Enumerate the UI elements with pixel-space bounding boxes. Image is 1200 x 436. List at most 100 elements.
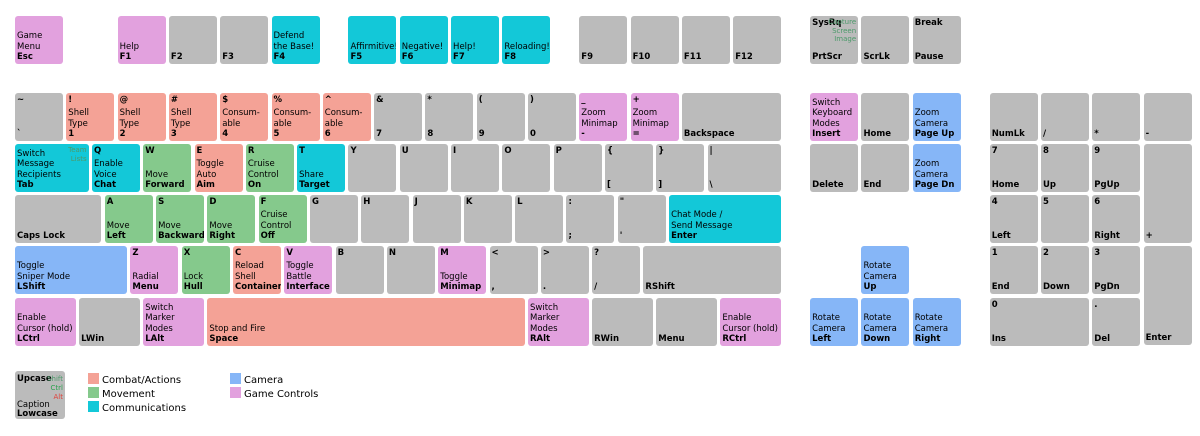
key-rctrl[interactable]: Enable Cursor (hold)RCtrl [720, 298, 782, 346]
key-f10[interactable]: F10 [630, 16, 679, 64]
key-lctrl[interactable]: Enable Cursor (hold)LCtrl [15, 298, 76, 346]
key-n[interactable]: N [386, 246, 435, 294]
key-f3[interactable]: F3 [220, 16, 269, 64]
key-y[interactable]: Y [348, 144, 397, 192]
key-minus[interactable]: _Zoom Minimap- [579, 93, 628, 141]
key-backspace[interactable]: Backspace [681, 93, 782, 141]
key-numdiv[interactable]: / [1041, 93, 1089, 141]
key-semicolon[interactable]: :; [566, 195, 615, 243]
key-home[interactable]: Home [861, 93, 910, 141]
key-f7[interactable]: Help!F7 [451, 16, 500, 64]
key-k0[interactable]: )0 [528, 93, 576, 141]
key-slash[interactable]: ?/ [592, 246, 641, 294]
key-numenter[interactable]: Enter [1143, 246, 1192, 346]
key-end[interactable]: End [861, 144, 910, 192]
key-rshift[interactable]: RShift [643, 246, 782, 294]
key-f5[interactable]: Affirmitive!F5 [348, 16, 397, 64]
key-lbracket[interactable]: {[ [604, 144, 653, 192]
key-g[interactable]: G [309, 195, 358, 243]
key-f12[interactable]: F12 [733, 16, 782, 64]
key-p[interactable]: P [553, 144, 602, 192]
key-equals[interactable]: +Zoom Minimap= [630, 93, 679, 141]
key-f9[interactable]: F9 [579, 16, 628, 64]
key-nummul[interactable]: * [1092, 93, 1141, 141]
key-o[interactable]: O [502, 144, 551, 192]
key-numlk[interactable]: NumLk [989, 93, 1038, 141]
key-num5[interactable]: 5 [1041, 195, 1089, 243]
key-f4[interactable]: Defend the Base!F4 [271, 16, 320, 64]
key-k9[interactable]: (9 [476, 93, 525, 141]
key-h[interactable]: H [361, 195, 410, 243]
key-f11[interactable]: F11 [681, 16, 730, 64]
key-period[interactable]: >. [540, 246, 589, 294]
key-menu[interactable]: Menu [656, 298, 718, 346]
key-backslash[interactable]: |\ [707, 144, 782, 192]
key-k8[interactable]: *8 [425, 93, 474, 141]
key-scrlk[interactable]: ScrLk [861, 16, 910, 64]
key-quote[interactable]: "' [617, 195, 666, 243]
key-capslock[interactable]: Caps Lock [15, 195, 102, 243]
key-u[interactable]: U [399, 144, 448, 192]
key-numsub[interactable]: - [1143, 93, 1192, 141]
key-k7[interactable]: &7 [374, 93, 423, 141]
key-i[interactable]: I [451, 144, 500, 192]
key-b[interactable]: B [335, 246, 384, 294]
key-f6[interactable]: Negative!F6 [399, 16, 448, 64]
key-l[interactable]: L [515, 195, 564, 243]
key-delete[interactable]: Delete [810, 144, 859, 192]
key-k[interactable]: K [463, 195, 512, 243]
key-f8[interactable]: Reloading!F8 [502, 16, 551, 64]
key-numdel[interactable]: .Del [1092, 298, 1141, 346]
key-comma[interactable]: <, [489, 246, 538, 294]
key-rwin[interactable]: RWin [592, 298, 653, 346]
key-numadd[interactable]: + [1143, 144, 1192, 244]
key-rbracket[interactable]: }] [656, 144, 705, 192]
key-backtick[interactable]: ~` [15, 93, 63, 141]
key-f2[interactable]: F2 [168, 16, 217, 64]
